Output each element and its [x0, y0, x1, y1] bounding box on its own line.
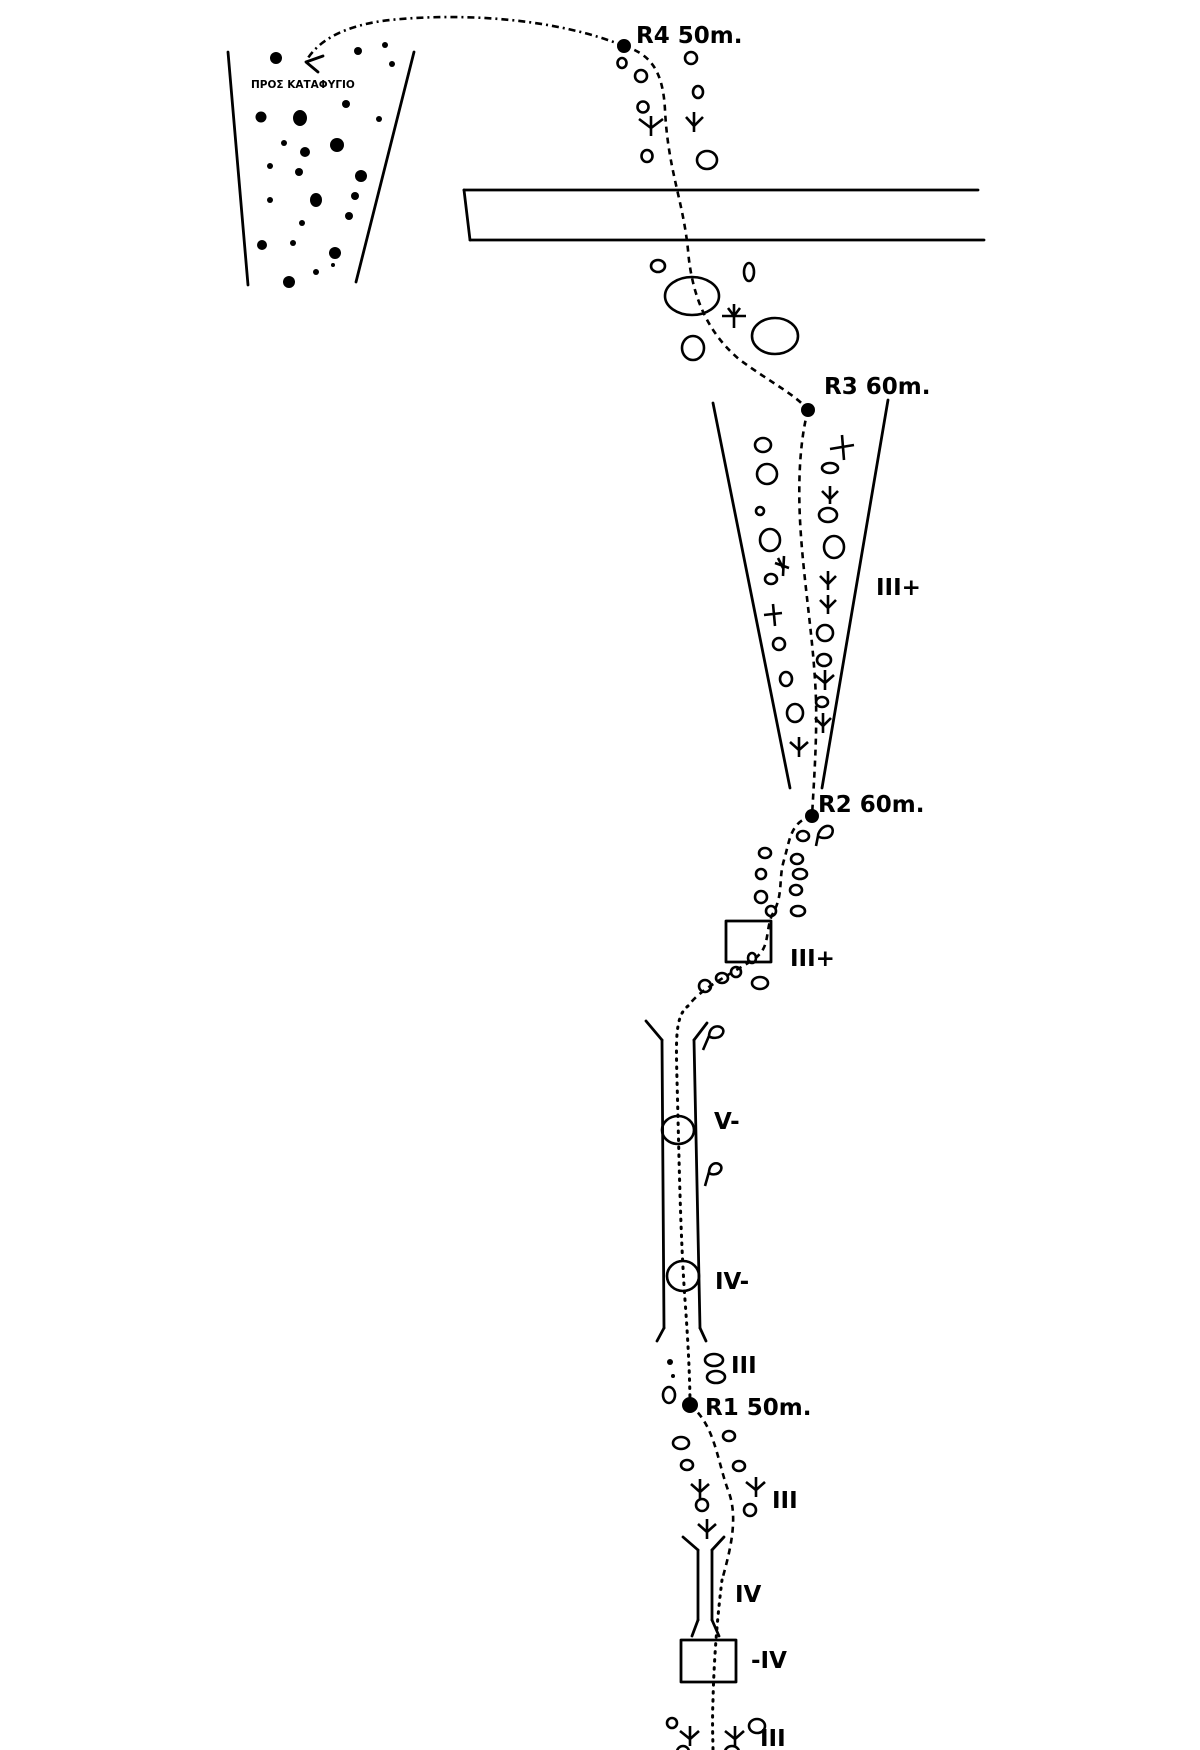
descent-path-to-hut	[304, 15, 625, 74]
scree-dots	[255, 42, 395, 288]
crux-box-pitch-1	[679, 1638, 738, 1684]
grade-label: -IV	[751, 1648, 787, 1674]
belay-label-r4: R4 50m.	[636, 23, 742, 49]
to-hut-label: ΠΡΟΣ ΚΑΤΑΦΥΓΙΟ	[251, 79, 355, 91]
route-line-pitch-2-dashed	[686, 814, 813, 1007]
belay-station-r4: R4 50m.	[617, 23, 742, 53]
grade-label: III	[772, 1488, 798, 1514]
belay-label-r3: R3 60m.	[824, 374, 930, 400]
grade-label: III	[731, 1353, 757, 1379]
route-line-pitch-1-dotted	[711, 1578, 724, 1750]
belay-station-r1: R1 50m.	[682, 1395, 811, 1421]
holds-pitch-2	[697, 824, 834, 1187]
holds-pitch-4	[616, 50, 800, 362]
route-line-pitch-2-dotted	[674, 1004, 692, 1407]
grade-label: III	[760, 1726, 786, 1750]
scree-gully	[226, 42, 416, 288]
ledge-band	[462, 188, 986, 242]
grade-label: V-	[714, 1109, 740, 1135]
grade-label: III+	[876, 575, 921, 601]
holds-pitch-1	[661, 1352, 767, 1750]
belay-label-r1: R1 50m.	[705, 1395, 811, 1421]
belay-station-r3: R3 60m.	[801, 374, 930, 417]
gully-walls-pitch-3	[711, 398, 890, 790]
route-line-pitch-1-dashed	[689, 1403, 735, 1581]
grade-label: III+	[790, 946, 835, 972]
route-line-pitch-3	[797, 409, 818, 817]
grade-label: IV-	[715, 1269, 749, 1295]
arrow-head-icon	[304, 54, 325, 74]
belay-label-r2: R2 60m.	[818, 792, 924, 818]
grade-label: IV	[735, 1582, 762, 1608]
route-line-pitch-4	[623, 44, 810, 411]
holds-pitch-3	[753, 434, 855, 757]
belay-station-r2: R2 60m.	[805, 792, 924, 823]
corner-walls-pitch-1	[681, 1535, 726, 1638]
